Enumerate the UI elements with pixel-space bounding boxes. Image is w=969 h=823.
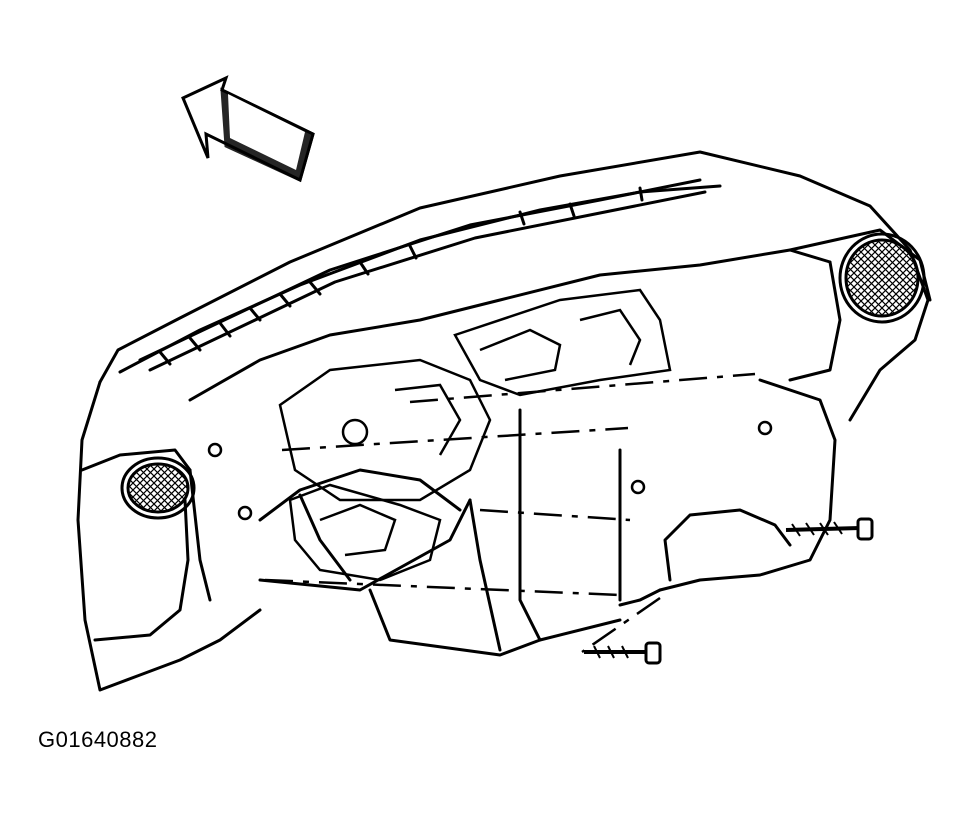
right-air-outlet xyxy=(838,232,926,324)
lower-bolt xyxy=(584,641,662,665)
glove-box-opening xyxy=(453,288,672,397)
left-air-outlet xyxy=(120,456,196,520)
panel-fasteners xyxy=(207,420,773,521)
instrument-cluster-opening xyxy=(278,358,492,502)
instrument-panel xyxy=(76,150,932,692)
steering-column-opening xyxy=(288,483,442,582)
windshield-defroster-grille xyxy=(138,178,707,372)
arrow-icon xyxy=(181,75,315,183)
alignment-lines xyxy=(264,372,756,654)
upper-bolt xyxy=(785,517,874,541)
figure-caption: G01640882 xyxy=(38,727,158,752)
